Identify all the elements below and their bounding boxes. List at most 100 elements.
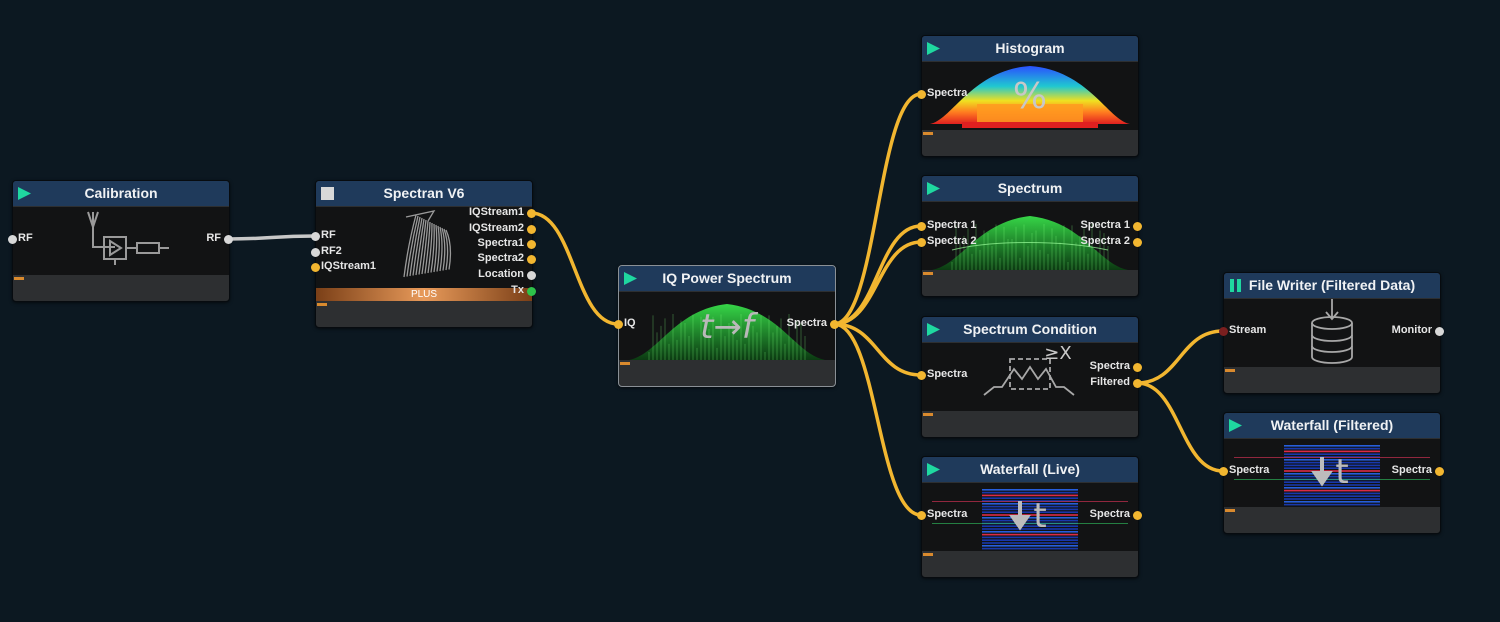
output-port[interactable] <box>526 286 536 296</box>
output-port[interactable] <box>526 254 536 264</box>
play-icon[interactable] <box>927 463 940 476</box>
status-indicator <box>620 362 630 365</box>
output-port-label: Tx <box>511 284 524 296</box>
output-port[interactable] <box>1132 237 1142 247</box>
connection-wire[interactable] <box>529 211 620 326</box>
input-port-label: Spectra <box>927 508 968 520</box>
threshold-icon: ≥X <box>983 343 1075 396</box>
node-condition[interactable]: Spectrum Condition≥X <box>921 316 1139 438</box>
node-preview: PLUS <box>316 207 532 301</box>
input-port[interactable] <box>916 221 926 231</box>
input-port-label: IQ <box>624 317 636 329</box>
status-indicator <box>1225 369 1235 372</box>
database-icon <box>1311 299 1353 364</box>
node-spectrum[interactable]: Spectrum <box>921 175 1139 297</box>
input-port[interactable] <box>916 237 926 247</box>
node-preview <box>1224 299 1440 367</box>
input-port-label: Spectra <box>927 87 968 99</box>
node-title[interactable]: Histogram <box>922 36 1138 61</box>
node-title[interactable]: Waterfall (Live) <box>922 457 1138 482</box>
play-icon[interactable] <box>927 182 940 195</box>
output-port-label: Spectra <box>1089 508 1130 520</box>
input-port-label: Spectra <box>1229 464 1270 476</box>
percent-icon: % <box>930 66 1130 128</box>
output-port[interactable] <box>526 224 536 234</box>
connection-wire[interactable] <box>832 224 923 326</box>
node-calibration[interactable]: Calibration <box>12 180 230 302</box>
input-port-label: IQStream1 <box>321 260 377 272</box>
time-to-frequency-icon: t→f <box>629 304 825 360</box>
connection-wire[interactable] <box>1135 381 1225 473</box>
node-title[interactable]: Spectrum Condition <box>922 317 1138 342</box>
output-port-label: IQStream1 <box>468 206 524 218</box>
input-port-label: Spectra 2 <box>927 235 977 247</box>
input-port[interactable] <box>916 510 926 520</box>
connection-wire[interactable] <box>832 92 923 326</box>
input-port[interactable] <box>1218 326 1228 336</box>
input-port-label: Spectra 1 <box>927 219 977 231</box>
input-port[interactable] <box>916 89 926 99</box>
output-port-label: RF <box>206 232 221 244</box>
connection-wire[interactable] <box>832 322 923 377</box>
output-port[interactable] <box>1434 466 1444 476</box>
output-port[interactable] <box>526 208 536 218</box>
play-icon[interactable] <box>927 323 940 336</box>
play-icon[interactable] <box>18 187 31 200</box>
node-title[interactable]: Spectrum <box>922 176 1138 201</box>
svg-text:t: t <box>1033 496 1046 536</box>
node-title[interactable]: File Writer (Filtered Data) <box>1224 273 1440 298</box>
input-port-label: RF2 <box>321 245 342 257</box>
input-port[interactable] <box>7 234 17 244</box>
output-port[interactable] <box>1132 221 1142 231</box>
output-port[interactable] <box>223 234 233 244</box>
node-title[interactable]: Waterfall (Filtered) <box>1224 413 1440 438</box>
svg-text:t→f: t→f <box>700 307 759 347</box>
node-preview <box>13 207 229 275</box>
node-iq-power[interactable]: IQ Power Spectrum t→f <box>618 265 836 387</box>
connection-wire[interactable] <box>226 234 317 241</box>
input-port[interactable] <box>310 247 320 257</box>
node-preview <box>922 202 1138 270</box>
unicorn-icon <box>403 210 452 278</box>
play-icon[interactable] <box>624 272 637 285</box>
input-port[interactable] <box>310 262 320 272</box>
node-waterfall-filtered[interactable]: Waterfall (Filtered) t <box>1223 412 1441 534</box>
output-port-label: Spectra 1 <box>1080 219 1130 231</box>
output-port[interactable] <box>829 319 839 329</box>
status-indicator <box>317 303 327 306</box>
output-port-label: Spectra <box>1089 360 1130 372</box>
output-port-label: IQStream2 <box>468 222 524 234</box>
connection-wire[interactable] <box>832 240 923 326</box>
play-icon[interactable] <box>1229 419 1242 432</box>
node-title[interactable]: Calibration <box>13 181 229 206</box>
input-port-label: Stream <box>1229 324 1267 336</box>
output-port[interactable] <box>1132 362 1142 372</box>
connection-wire[interactable] <box>832 322 923 517</box>
stop-icon[interactable] <box>321 187 334 200</box>
output-port[interactable] <box>526 270 536 280</box>
pause-icon[interactable] <box>1229 279 1242 292</box>
svg-text:≥X: ≥X <box>1044 343 1071 364</box>
input-port[interactable] <box>613 319 623 329</box>
svg-text:t: t <box>1335 452 1348 492</box>
input-port[interactable] <box>916 370 926 380</box>
output-port[interactable] <box>1132 378 1142 388</box>
output-port-label: Spectra <box>1391 464 1432 476</box>
play-icon[interactable] <box>927 42 940 55</box>
node-preview: ≥X <box>922 343 1138 411</box>
output-port[interactable] <box>526 239 536 249</box>
connection-wire[interactable] <box>1135 329 1225 385</box>
output-port[interactable] <box>1132 510 1142 520</box>
input-port[interactable] <box>1218 466 1228 476</box>
node-histogram[interactable]: Histogram% <box>921 35 1139 157</box>
output-port[interactable] <box>1434 326 1444 336</box>
input-port[interactable] <box>310 231 320 241</box>
node-title[interactable]: Spectran V6 <box>316 181 532 206</box>
node-waterfall-live[interactable]: Waterfall (Live) t <box>921 456 1139 578</box>
output-port-label: Location <box>478 268 524 280</box>
status-indicator <box>1225 509 1235 512</box>
node-title[interactable]: IQ Power Spectrum <box>619 266 835 291</box>
node-file-writer[interactable]: File Writer (Filtered Data) <box>1223 272 1441 394</box>
